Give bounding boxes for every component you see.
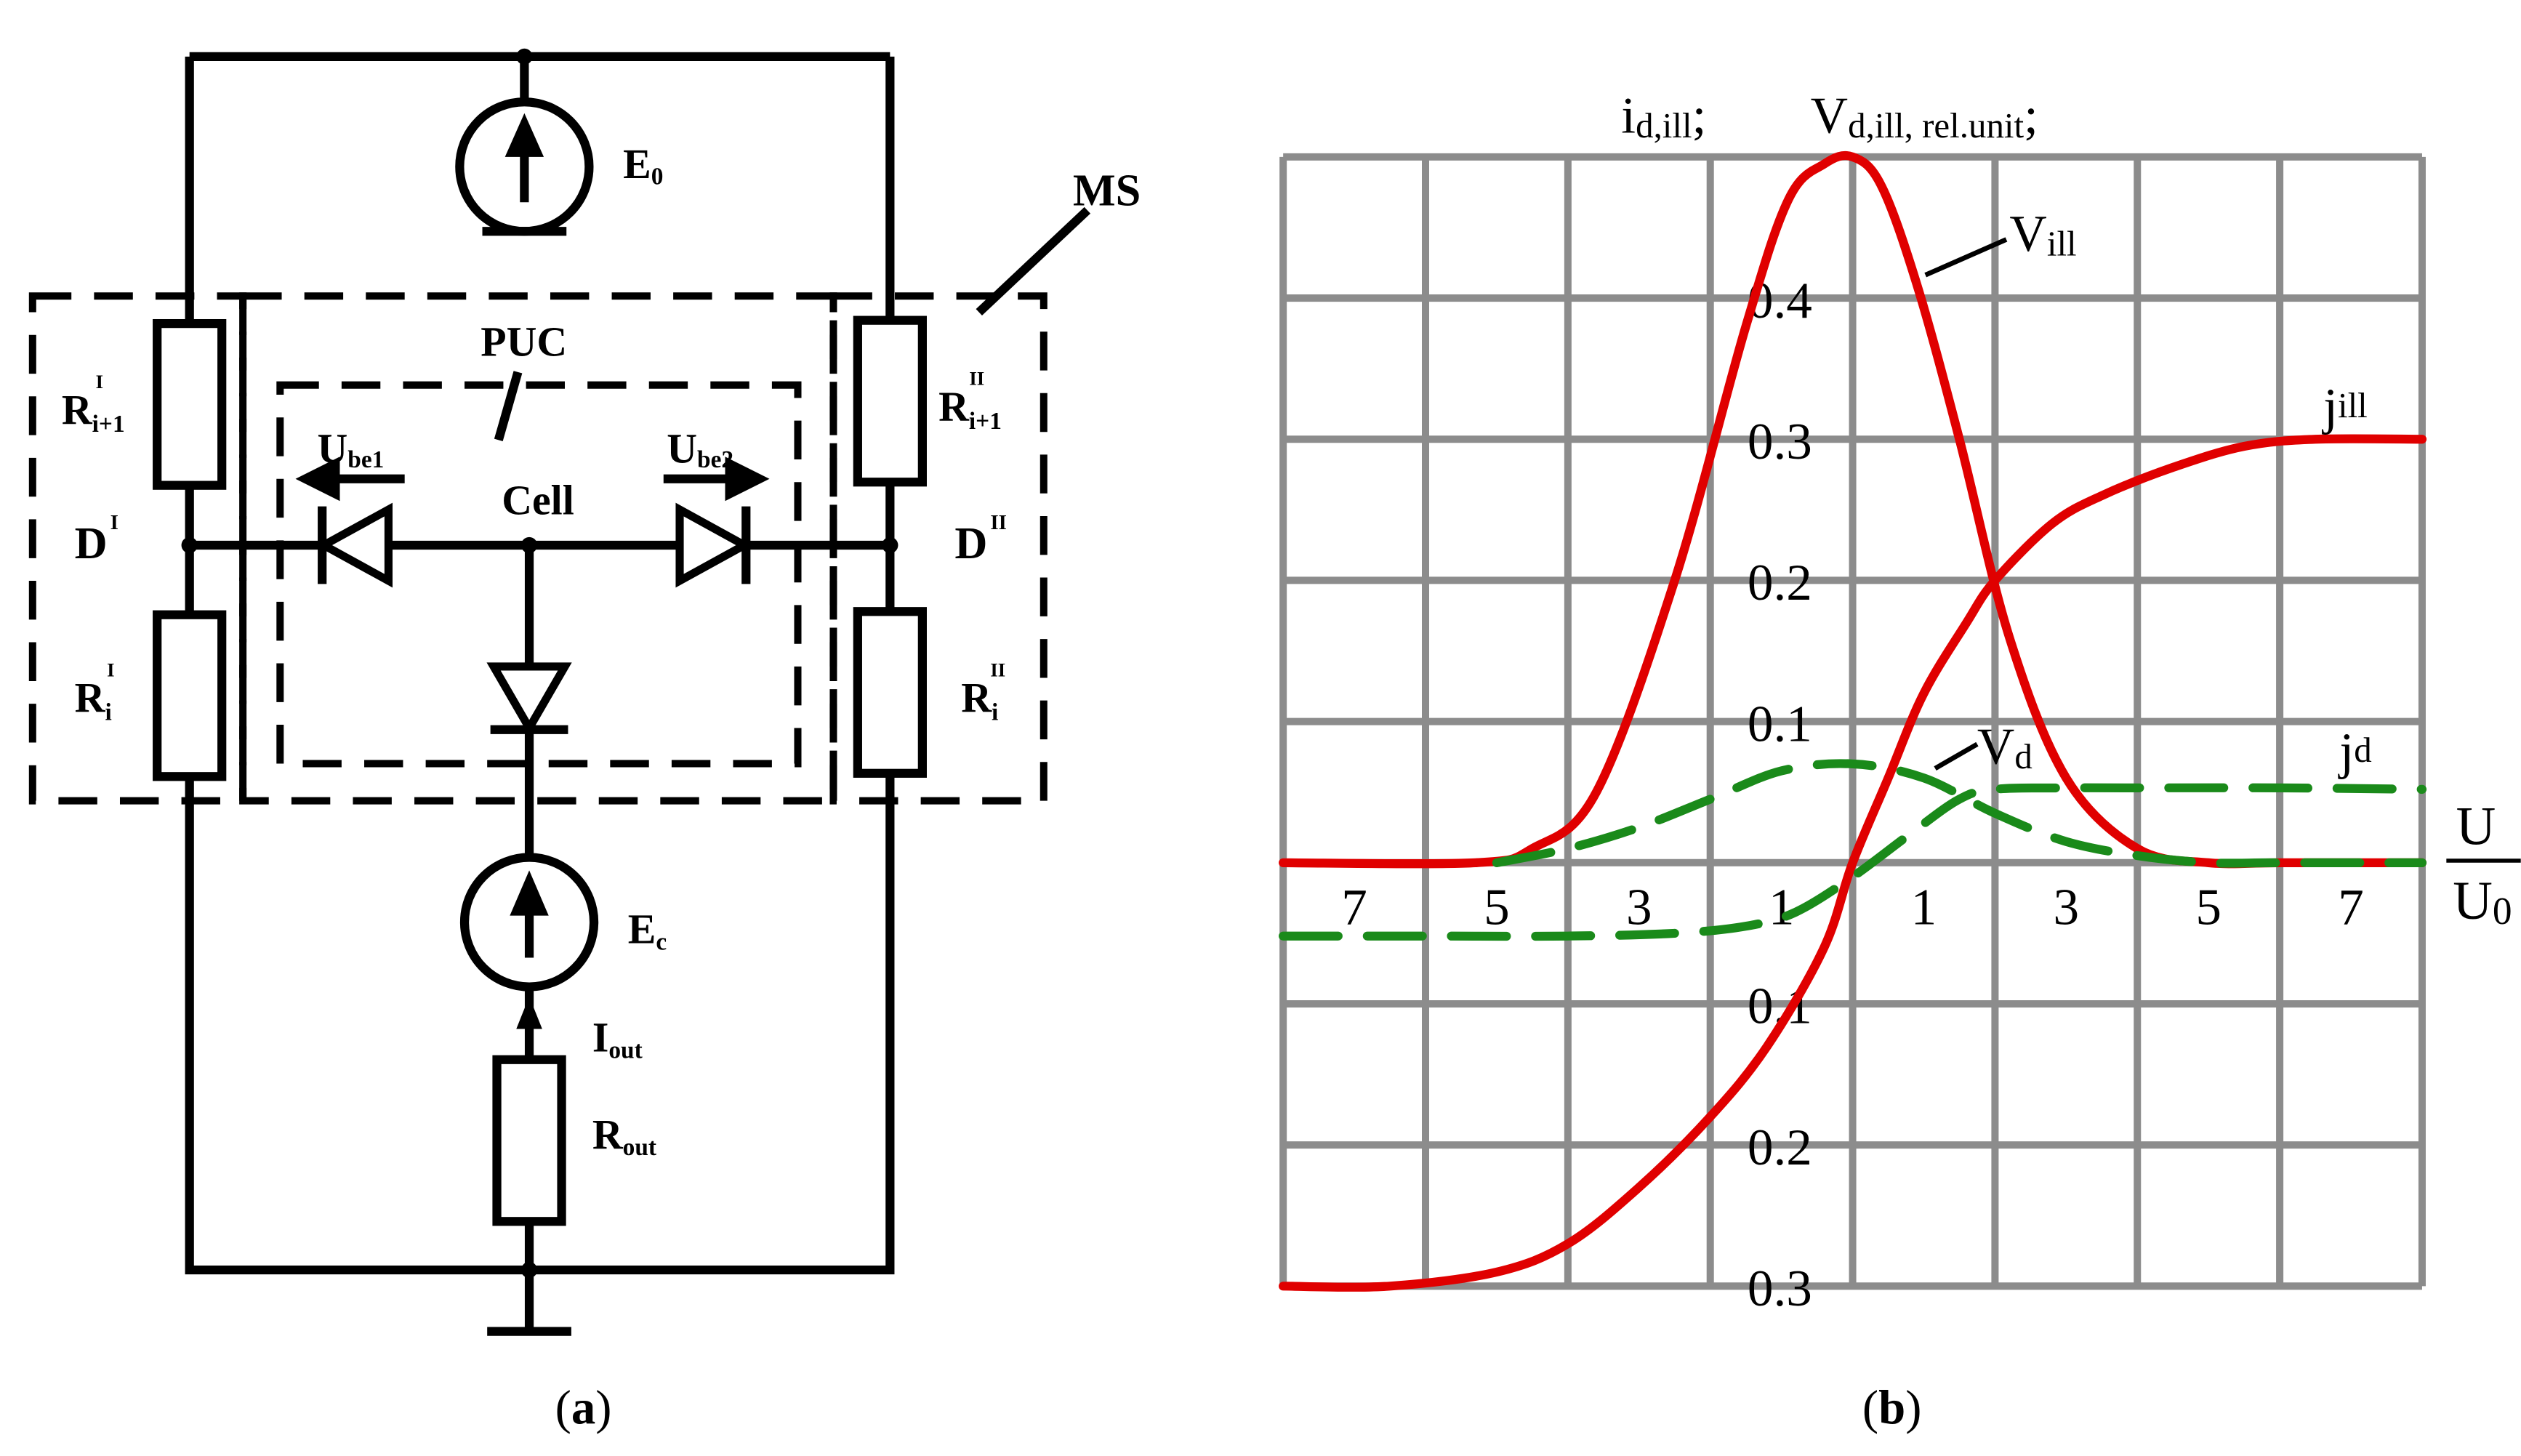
cell-label: Cell — [502, 477, 574, 524]
plot-grid — [1279, 153, 2426, 1290]
y-tick-label: 0.1 — [1748, 696, 1812, 752]
x-tick-label: 1 — [1911, 879, 1937, 936]
e0-label: E0 — [623, 140, 663, 190]
resistor-ri-left — [153, 610, 227, 781]
resistor-ri1-left — [153, 318, 227, 490]
diode-right — [675, 502, 753, 588]
ri1-left-sup: I — [96, 371, 103, 393]
puc-dashed-box — [276, 381, 802, 768]
y-axis-label-v: Vd,ill, rel.unit; — [1811, 87, 2038, 145]
vill-leader — [1924, 237, 2008, 278]
x-tick-label: 3 — [2054, 879, 2080, 936]
diode-bottom — [486, 662, 572, 736]
ec-source — [459, 853, 599, 992]
e0-source — [455, 48, 594, 236]
series-jd-line — [1279, 783, 2427, 941]
ri-left-label: Ri — [75, 674, 112, 725]
bottom-rail — [185, 773, 895, 1275]
d2-sup: II — [990, 511, 1007, 534]
iout-arrow — [516, 996, 542, 1029]
ms-label: MS — [1073, 166, 1141, 216]
d1-label: D — [75, 518, 108, 568]
y-tick-label: 0.2 — [1748, 555, 1812, 611]
ri-left-sup: I — [107, 659, 114, 680]
y-tick-label: 0.3 — [1748, 414, 1812, 470]
d2-label: D — [954, 518, 987, 568]
series-jill-line — [1279, 434, 2427, 1292]
y-tick-label: 0.3 — [1748, 1260, 1812, 1317]
series-vill-line — [1279, 150, 2427, 869]
y-tick-label: 0.2 — [1748, 1119, 1812, 1176]
ri1-right-label: Ri+1 — [938, 383, 1002, 435]
resistor-rout — [492, 1055, 566, 1226]
vill-label: Vill — [2009, 206, 2076, 264]
caption-b: (b) — [1862, 1381, 1922, 1434]
d1-sup: I — [110, 511, 118, 534]
jd-label: jd — [2337, 723, 2371, 780]
x-tick-labels: 7 5 3 1 1 3 5 7 — [1341, 879, 2364, 936]
vd-leader — [1934, 741, 1979, 771]
ri1-left-label: Ri+1 — [62, 386, 125, 438]
x-tick-label: 7 — [1341, 879, 1367, 936]
y-tick-labels: 0.40.30.20.10.10.20.3 — [1748, 273, 1812, 1317]
x-tick-label: 1 — [1769, 879, 1795, 936]
x-axis-label-numerator: U — [2456, 797, 2496, 857]
rout-label: Rout — [592, 1111, 656, 1161]
x-tick-label: 5 — [1484, 879, 1510, 936]
puc-leader — [494, 371, 523, 442]
x-axis-label-denominator: U0 — [2453, 871, 2512, 933]
ri-right-sup: II — [990, 659, 1005, 680]
ube1-label: Ube1 — [318, 425, 385, 474]
ec-label: Ec — [628, 905, 667, 955]
top-rail — [185, 52, 895, 324]
puc-label: PUC — [481, 318, 567, 366]
ube2-label: Ube2 — [667, 425, 733, 474]
x-tick-label: 5 — [2195, 879, 2222, 936]
jill-label: jill — [2321, 379, 2368, 435]
ri-right-label: Ri — [961, 674, 998, 725]
series-vd-line — [1492, 759, 2427, 868]
resistor-ri-right — [853, 607, 927, 778]
diode-left — [315, 502, 393, 588]
ri1-right-sup: II — [969, 368, 984, 390]
iout-label: Iout — [592, 1014, 643, 1064]
x-tick-label: 3 — [1626, 879, 1652, 936]
vd-label: Vd — [1977, 718, 2033, 776]
x-tick-label: 7 — [2338, 879, 2364, 936]
circuit-diagram: E0 MS PUC Ri+1 I Ri+1 II Ri I Ri II D I … — [28, 48, 1141, 1434]
y-axis-label-i: id,ill; — [1621, 87, 1706, 145]
resistor-ri1-right — [853, 315, 927, 487]
plot-curves — [1279, 150, 2427, 1292]
caption-a: (a) — [555, 1381, 612, 1434]
ms-leader — [976, 206, 1091, 315]
